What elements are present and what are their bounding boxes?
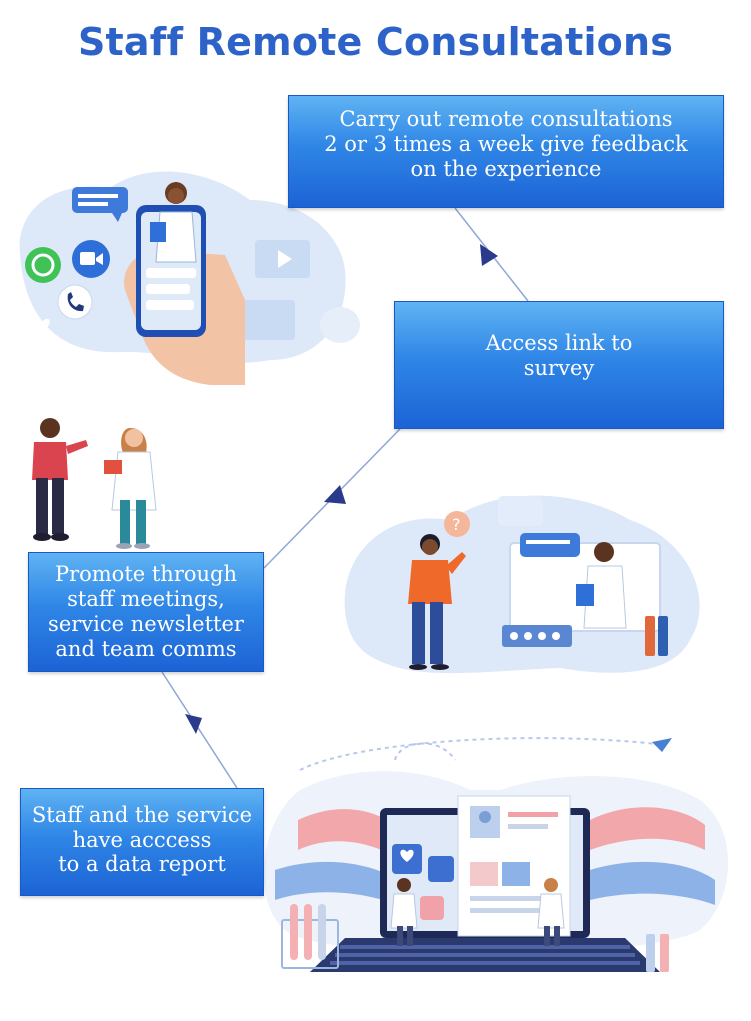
flow-connectors	[161, 207, 529, 789]
laptop-icon	[263, 737, 729, 972]
step-4-text: Staff and the service have acccess to a …	[31, 802, 253, 877]
step-1-text: Carry out remote consultations 2 or 3 ti…	[324, 107, 688, 181]
step-box-2: Access link to survey	[394, 301, 724, 429]
arrowhead-3	[185, 714, 202, 734]
connector-3-4	[161, 671, 238, 789]
whatsapp-icon	[25, 247, 61, 283]
phone-consultation-illustration	[19, 171, 360, 385]
phone-icon	[57, 284, 93, 320]
page-title: Staff Remote Consultations	[77, 20, 674, 64]
step-3-text: Promote through staff meetings, service …	[48, 562, 244, 661]
staff-people-illustration	[32, 418, 157, 549]
heart-icon	[34, 318, 50, 332]
svg-text:?: ?	[452, 515, 461, 534]
chat-bubble-icon	[72, 187, 128, 222]
video-call-icon	[72, 240, 110, 278]
step-box-4: Staff and the service have acccess to a …	[20, 788, 264, 896]
step-2-text: Access link to survey	[485, 331, 633, 380]
step-box-3: Promote through staff meetings, service …	[28, 552, 264, 672]
question-icon: ?	[444, 511, 470, 537]
step-box-1: Carry out remote consultations 2 or 3 ti…	[288, 95, 724, 208]
arrowhead-1	[480, 244, 498, 266]
video-consultation-illustration: ?	[344, 495, 700, 674]
arrowhead-2	[324, 485, 346, 504]
